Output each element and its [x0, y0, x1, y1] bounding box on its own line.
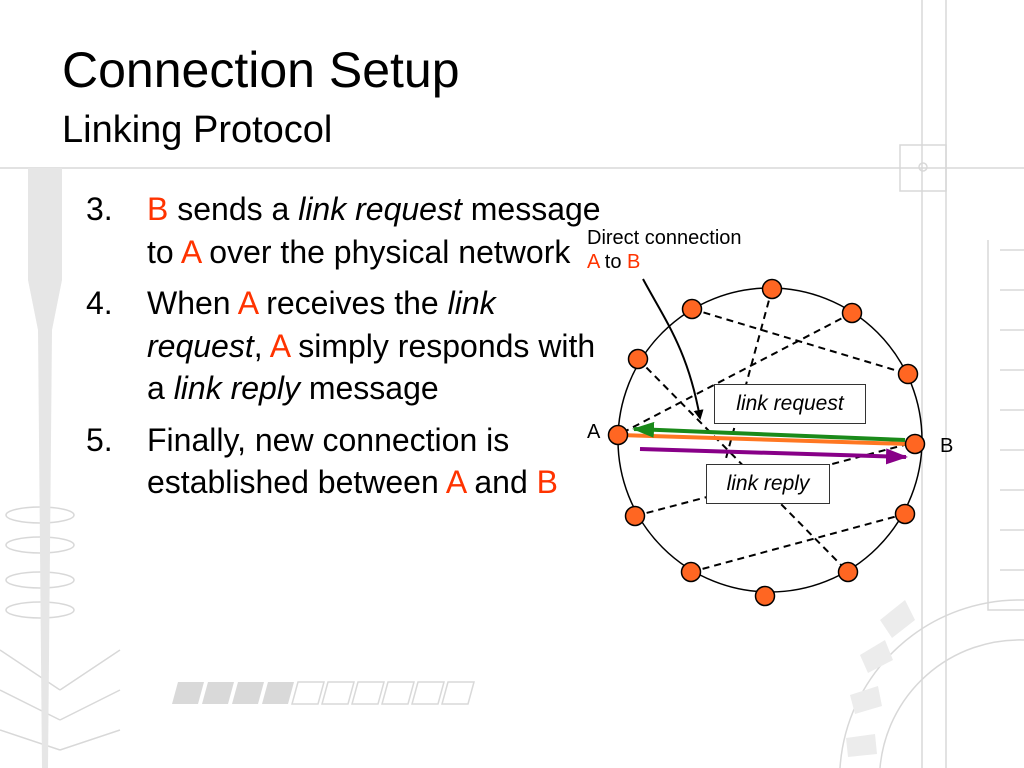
caption-to: to	[599, 251, 628, 273]
step-number: 3.	[86, 191, 113, 227]
ring-node	[894, 503, 916, 525]
ring-node	[841, 302, 863, 324]
slide-subtitle: Linking Protocol	[62, 109, 333, 151]
ring-node	[624, 505, 646, 527]
node-b-label: B	[940, 435, 954, 457]
callout-arrow	[642, 278, 704, 420]
link-request-arrow	[632, 421, 906, 442]
node-ref-b: B	[536, 464, 558, 500]
node-ref-b: B	[147, 191, 169, 227]
step-text: When A receives the link request, A simp…	[147, 285, 595, 406]
term-link-request: link request	[298, 191, 462, 227]
ring-node	[680, 561, 702, 583]
ring-node	[897, 363, 919, 385]
text-fragment: over the physical network	[200, 233, 571, 270]
link-reply-arrow	[639, 447, 908, 465]
direct-connection-line	[617, 433, 909, 446]
node-a-label: A	[587, 421, 601, 443]
overlay-link	[617, 312, 853, 436]
step-text: Finally, new connection is established b…	[147, 422, 558, 501]
text-fragment: and	[465, 464, 537, 500]
link-request-box: link request	[714, 384, 866, 424]
step-number: 5.	[86, 421, 113, 458]
ring-node	[627, 348, 649, 370]
text-fragment: Finally, new connection is established b…	[147, 421, 510, 501]
ring-node	[837, 561, 859, 583]
direct-connection-caption: Direct connection A to B	[587, 226, 742, 274]
step-item: 3. B sends a link request message to A o…	[86, 188, 616, 273]
ring-node	[754, 585, 776, 607]
text-fragment: When	[147, 285, 238, 321]
caption-node-b: B	[627, 251, 641, 273]
text-fragment: message to	[147, 191, 601, 270]
term-link-reply: link reply	[173, 370, 300, 406]
term-link-request: link request	[147, 285, 496, 364]
link-reply-box: link reply	[706, 464, 830, 504]
ring-node	[761, 278, 783, 300]
ring-node-a	[607, 424, 629, 446]
text-fragment: message	[299, 370, 439, 406]
step-item: 5. Finally, new connection is establishe…	[86, 419, 616, 504]
caption-line-1: Direct connection	[587, 227, 742, 249]
slide-title: Connection Setup	[62, 42, 460, 98]
ring-node	[681, 298, 703, 320]
overlay-link	[691, 308, 909, 375]
caption-node-a: A	[587, 251, 600, 273]
step-list: 3. B sends a link request message to A o…	[86, 188, 616, 513]
node-ref-a: A	[269, 327, 290, 364]
ring-nodes	[607, 278, 926, 607]
step-text: B sends a link request message to A over…	[147, 191, 601, 270]
node-ref-a: A	[180, 233, 201, 270]
node-ref-a: A	[237, 285, 258, 321]
text-fragment: sends a	[168, 191, 299, 227]
text-fragment: receives the	[257, 285, 448, 321]
ring-node-b	[904, 433, 926, 455]
text-fragment: ,	[253, 327, 270, 364]
node-ref-a: A	[445, 464, 466, 500]
overlay-link	[690, 513, 906, 573]
text-fragment: simply responds with a	[147, 327, 596, 407]
step-item: 4. When A receives the link request, A s…	[86, 282, 616, 410]
step-number: 4.	[86, 285, 113, 321]
